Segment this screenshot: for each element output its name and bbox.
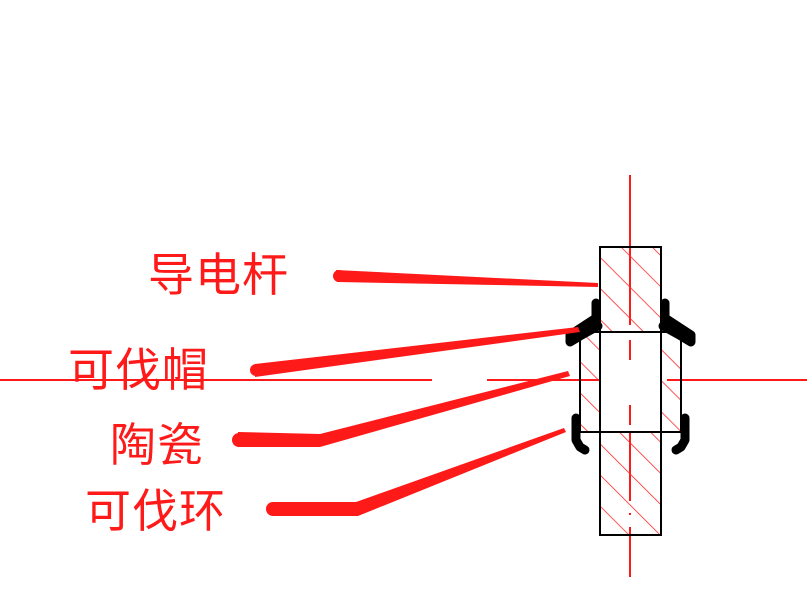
leader-ceramic	[238, 371, 570, 447]
conductor-rod-lower	[599, 431, 662, 536]
label-ring: 可伐环	[85, 484, 226, 538]
kovar-cap-left	[565, 298, 603, 347]
kovar-ring-left	[571, 413, 590, 455]
conductor-rod-upper	[599, 246, 662, 333]
label-conductor-rod: 导电杆	[148, 248, 289, 302]
label-ceramic: 陶瓷	[110, 418, 204, 472]
kovar-cap-right	[658, 298, 696, 347]
kovar-ring-right	[671, 413, 690, 455]
leader-ring	[272, 428, 566, 516]
leader-cap	[255, 327, 580, 377]
label-cap: 可伐帽	[68, 343, 209, 397]
leader-conductor-rod	[336, 270, 598, 287]
